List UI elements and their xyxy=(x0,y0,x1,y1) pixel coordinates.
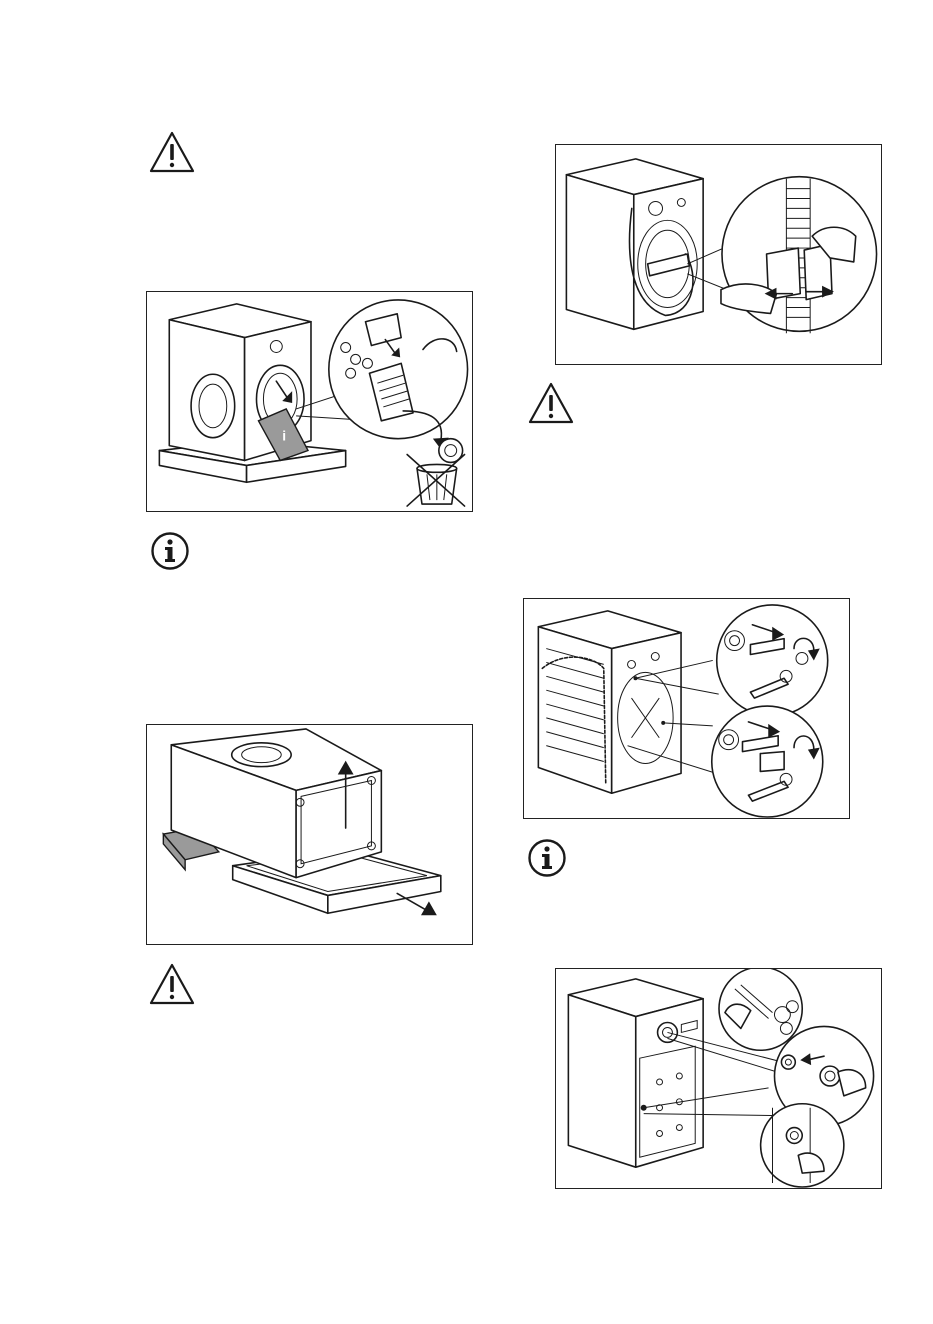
warning-triangle-icon xyxy=(148,130,196,174)
figure-release-hose xyxy=(555,144,882,365)
svg-text:i: i xyxy=(282,428,286,444)
warning-triangle-icon xyxy=(527,381,575,425)
info-circle-icon xyxy=(150,531,190,571)
figure-remove-transit-bolts xyxy=(523,598,850,819)
info-circle-icon xyxy=(527,838,567,878)
figure-fit-plastic-caps xyxy=(555,968,882,1189)
figure-remove-base xyxy=(146,724,473,945)
warning-triangle-icon xyxy=(148,962,196,1006)
figure-unpack-accessories: i xyxy=(146,291,473,512)
